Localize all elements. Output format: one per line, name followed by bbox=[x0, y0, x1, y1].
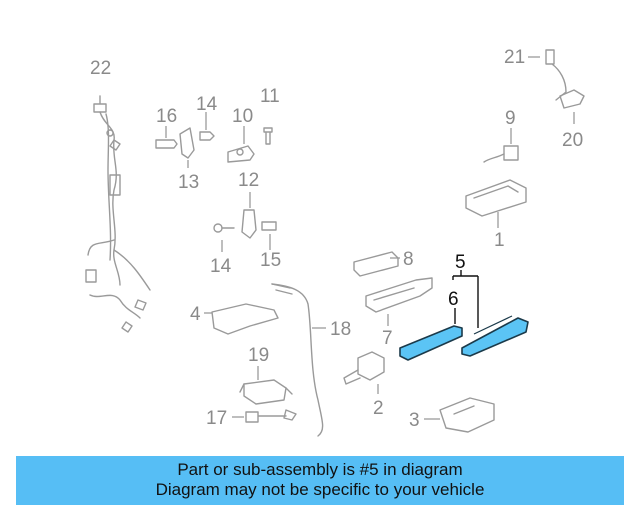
part-20-latch[interactable] bbox=[559, 89, 585, 124]
label-4: 4 bbox=[190, 304, 201, 325]
part-17-rod-end[interactable] bbox=[232, 409, 297, 423]
label-18: 18 bbox=[330, 319, 351, 340]
label-10: 10 bbox=[232, 106, 253, 127]
part-6-seal-highlighted[interactable] bbox=[399, 325, 463, 361]
part-12-clip[interactable] bbox=[241, 192, 257, 239]
label-11: 11 bbox=[260, 86, 280, 107]
label-15: 15 bbox=[260, 250, 281, 271]
part-1-handle-assembly[interactable] bbox=[465, 179, 527, 228]
label-7: 7 bbox=[382, 328, 393, 349]
part-15-pin[interactable] bbox=[261, 221, 277, 250]
part-14-clip[interactable] bbox=[199, 112, 215, 141]
label-22: 22 bbox=[90, 58, 111, 79]
label-14: 14 bbox=[196, 94, 218, 115]
label-2: 2 bbox=[373, 398, 384, 419]
part-8-bezel[interactable] bbox=[353, 251, 400, 277]
caption-line-1: Part or sub-assembly is #5 in diagram bbox=[177, 460, 463, 479]
label-17: 17 bbox=[206, 408, 227, 429]
part-11-bolt[interactable] bbox=[263, 127, 273, 145]
label-21: 21 bbox=[504, 47, 525, 68]
caption-line-2: Diagram may not be specific to your vehi… bbox=[155, 480, 485, 499]
part-19-actuator[interactable] bbox=[239, 366, 293, 405]
label-14b: 14 bbox=[210, 256, 232, 277]
part-9-sensor[interactable] bbox=[483, 128, 519, 163]
label-19: 19 bbox=[248, 345, 269, 366]
label-9: 9 bbox=[505, 108, 516, 129]
label-8: 8 bbox=[403, 249, 414, 270]
part-16-plug[interactable] bbox=[155, 126, 178, 149]
part-13-bracket[interactable] bbox=[179, 127, 195, 168]
caption-banner: Part or sub-assembly is #5 in diagram Di… bbox=[16, 456, 624, 505]
part-2-latch[interactable] bbox=[343, 351, 385, 394]
part-14b-screw[interactable] bbox=[213, 223, 235, 252]
label-1: 1 bbox=[494, 230, 505, 251]
part-10-latch[interactable] bbox=[227, 126, 255, 163]
callout-5-leader bbox=[452, 270, 479, 328]
label-13: 13 bbox=[178, 172, 199, 193]
parts-diagram: 22 16 14 10 11 13 12 14 15 21 20 9 1 8 7… bbox=[85, 47, 585, 437]
label-20: 20 bbox=[562, 130, 583, 151]
part-22-wiring-harness[interactable] bbox=[85, 95, 151, 333]
part-3-striker[interactable] bbox=[424, 397, 495, 433]
label-5: 5 bbox=[455, 252, 466, 273]
label-16: 16 bbox=[156, 106, 177, 127]
label-12: 12 bbox=[238, 170, 259, 191]
part-5-handle-highlighted[interactable] bbox=[461, 315, 529, 357]
label-6: 6 bbox=[448, 289, 459, 310]
part-4-bracket[interactable] bbox=[204, 303, 279, 335]
part-7-housing[interactable] bbox=[365, 277, 433, 326]
part-21-rod[interactable] bbox=[528, 49, 567, 101]
part-18-cable[interactable] bbox=[271, 283, 326, 437]
label-3: 3 bbox=[409, 410, 420, 431]
